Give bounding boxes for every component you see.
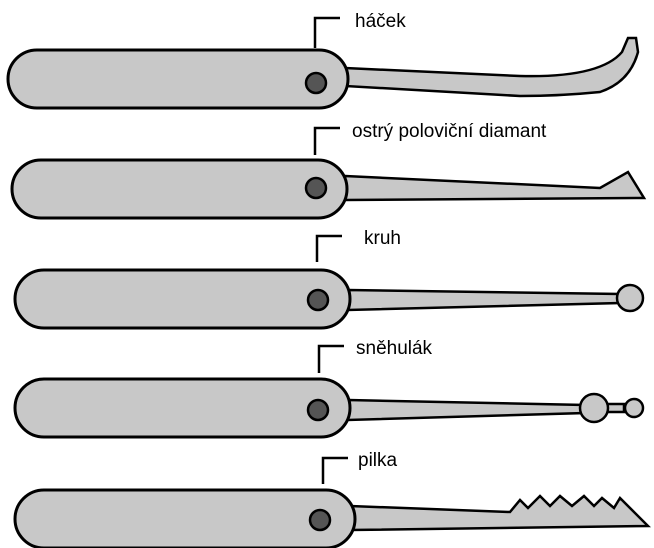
pick-handle <box>15 270 350 328</box>
snowman-large-ball <box>580 394 608 422</box>
rake-shaft <box>350 496 648 530</box>
pick-handle <box>15 379 350 437</box>
snowman-small-ball <box>625 399 643 417</box>
label-leader <box>319 346 344 373</box>
pick-handle <box>12 160 347 218</box>
pick-snowman: sněhulák <box>15 338 643 437</box>
label-half-diamond: ostrý poloviční diamant <box>352 121 547 142</box>
ball-tip <box>617 285 643 311</box>
hook-shaft <box>345 38 638 96</box>
pick-ball: kruh <box>15 228 643 328</box>
pick-hook: háček <box>8 11 638 108</box>
pick-rake: pilka <box>15 450 648 548</box>
ball-shaft <box>348 290 620 310</box>
label-ball: kruh <box>364 228 401 249</box>
label-hook: háček <box>355 11 406 32</box>
pick-handle <box>8 50 348 108</box>
label-leader <box>323 458 348 484</box>
pivot-dot <box>308 400 328 420</box>
label-snowman: sněhulák <box>356 338 433 359</box>
label-leader <box>315 128 340 155</box>
pivot-dot <box>306 73 326 93</box>
label-rake: pilka <box>358 450 398 471</box>
half-diamond-shaft <box>345 172 644 200</box>
snowman-shaft <box>348 400 585 420</box>
pivot-dot <box>310 510 330 530</box>
label-leader <box>317 236 342 262</box>
pivot-dot <box>306 178 326 198</box>
pick-handle <box>15 490 355 548</box>
pick-half-diamond: ostrý poloviční diamant <box>12 121 644 218</box>
pivot-dot <box>308 290 328 310</box>
label-leader <box>315 18 340 48</box>
